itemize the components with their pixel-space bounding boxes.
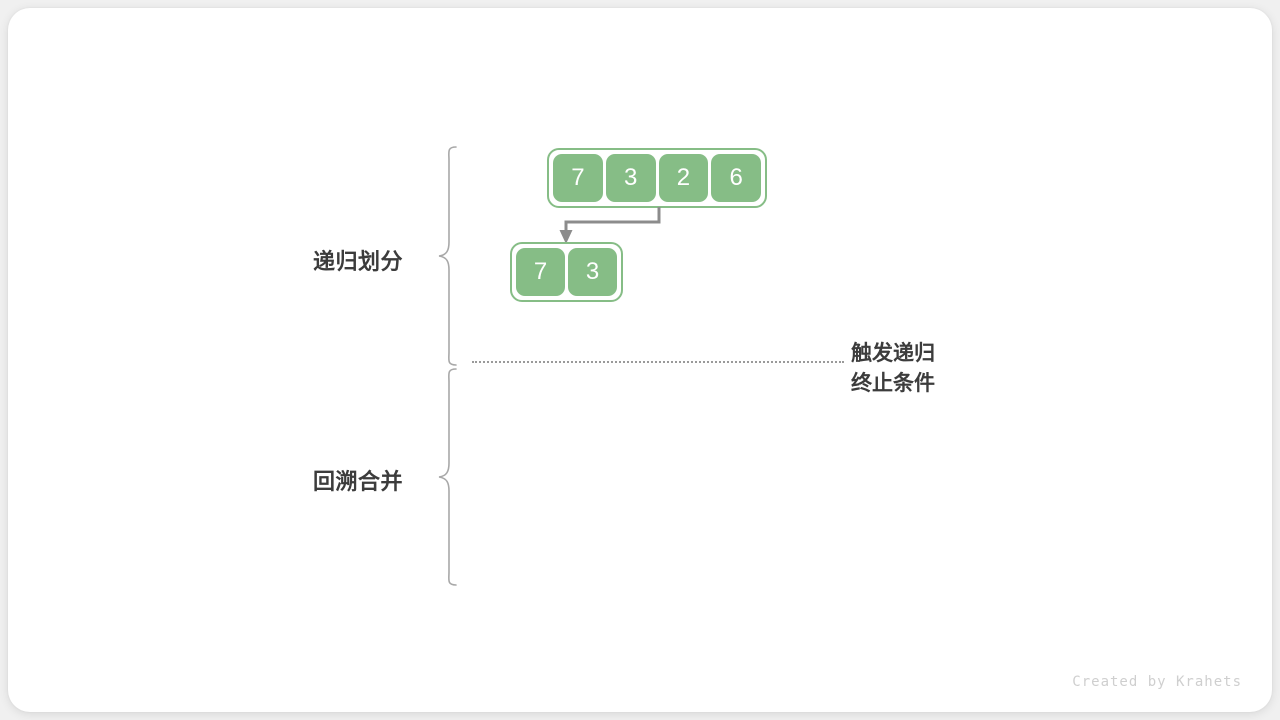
array-level-1: 7 3 — [510, 242, 623, 302]
split-arrow-icon — [559, 207, 661, 244]
terminate-condition-note: 触发递归 终止条件 — [851, 339, 935, 399]
array-cell[interactable]: 7 — [553, 154, 603, 202]
array-level-0: 7 3 2 6 — [547, 148, 767, 208]
array-cell[interactable]: 7 — [516, 248, 565, 296]
section-label-merge: 回溯合并 — [313, 469, 404, 494]
brace-divide — [438, 146, 457, 366]
terminate-note-line-2: 终止条件 — [851, 372, 935, 395]
recursion-boundary-divider — [472, 361, 844, 363]
terminate-note-line-1: 触发递归 — [851, 342, 935, 365]
watermark-credit: Created by Krahets — [1072, 674, 1242, 690]
diagram-card: 递归划分 回溯合并 7 3 2 6 7 3 触 — [8, 8, 1272, 712]
section-label-divide: 递归划分 — [313, 249, 404, 274]
array-cell[interactable]: 6 — [711, 154, 761, 202]
array-cell[interactable]: 2 — [658, 154, 709, 202]
brace-merge — [438, 368, 457, 586]
array-cell[interactable]: 3 — [605, 154, 656, 202]
array-cell[interactable]: 3 — [568, 248, 617, 296]
